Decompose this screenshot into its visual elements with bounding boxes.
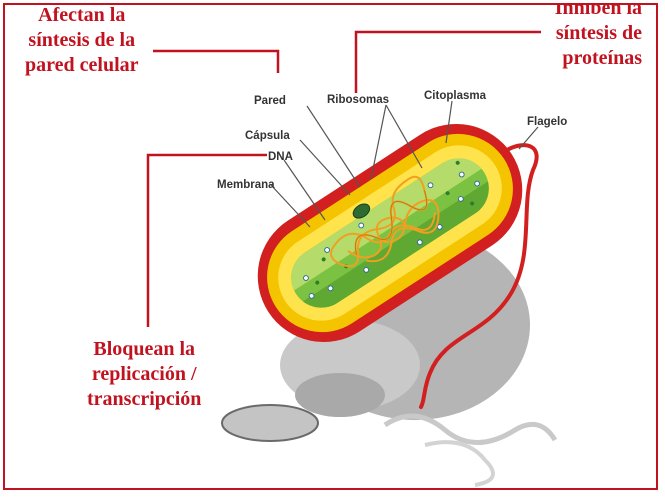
label-dna: DNA bbox=[268, 151, 293, 163]
annotation-protein: Inhiben la síntesis de proteínas bbox=[555, 3, 642, 71]
annotation-protein-line-1: Inhiben la bbox=[555, 3, 642, 21]
protein-connector bbox=[356, 32, 541, 93]
annotation-cell-wall-line-2: síntesis de la bbox=[25, 28, 139, 53]
label-citoplasma: Citoplasma bbox=[424, 90, 487, 102]
annotation-replication-line-2: replicación / bbox=[87, 362, 201, 387]
annotation-cell-wall: Afectan la síntesis de la pared celular bbox=[25, 3, 139, 78]
label-membrana: Membrana bbox=[217, 179, 275, 191]
annotation-replication-line-1: Bloquean la bbox=[87, 337, 201, 362]
annotation-cell-wall-line-1: Afectan la bbox=[25, 3, 139, 28]
annotation-cell-wall-line-3: pared celular bbox=[25, 53, 139, 78]
annotation-protein-line-3: proteínas bbox=[555, 46, 642, 71]
label-capsula: Cápsula bbox=[245, 130, 290, 142]
annotation-protein-line-2: síntesis de bbox=[555, 21, 642, 46]
label-pared: Pared bbox=[254, 95, 286, 107]
annotation-replication-line-3: transcripción bbox=[87, 387, 201, 412]
figure-frame: Pared Ribosomas Citoplasma Flagelo Cápsu… bbox=[3, 3, 658, 490]
label-ribosomas: Ribosomas bbox=[327, 94, 389, 106]
wall-connector bbox=[153, 51, 278, 73]
label-flagelo: Flagelo bbox=[527, 116, 567, 128]
annotation-replication: Bloquean la replicación / transcripción bbox=[87, 337, 201, 412]
